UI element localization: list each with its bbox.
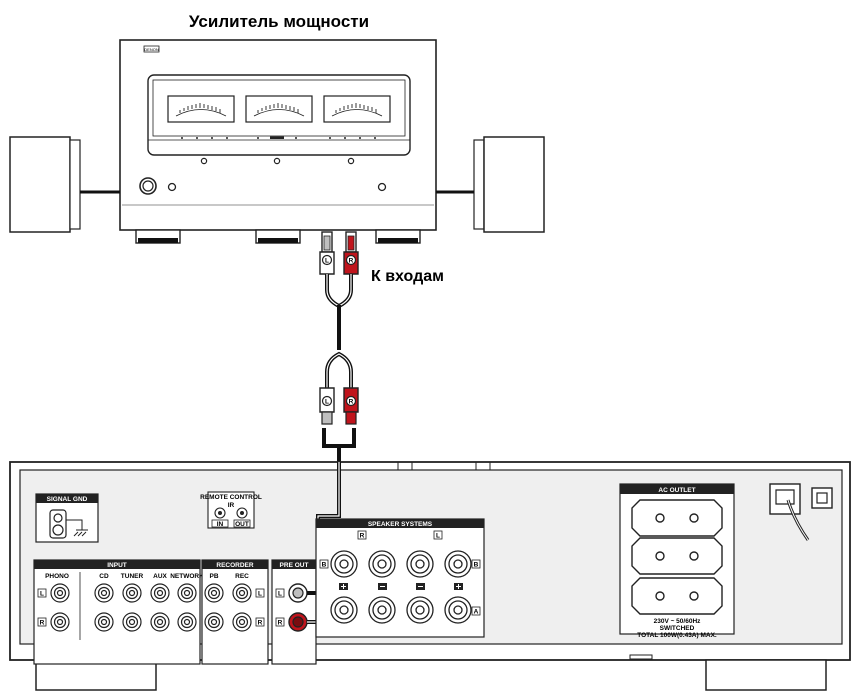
remote-in-label: IN [217, 521, 224, 528]
power-cord [769, 483, 833, 541]
rca-jack [50, 612, 70, 632]
rca-jack [177, 612, 197, 632]
level-meter-center [245, 95, 313, 123]
remote-control-label: REMOTE CONTROL [200, 494, 262, 501]
input-col-cd: CD [99, 573, 109, 580]
integrated-amplifier-rear: SIGNAL GND REMOTE CONTROL IR IN OUT INPU… [9, 461, 851, 691]
speaker-left [9, 136, 81, 233]
speaker-terminal [368, 550, 396, 578]
row-label-l: L [278, 591, 282, 598]
rca-cable: L R К входам L R [319, 231, 444, 462]
ac-socket [631, 537, 723, 575]
rca-jack [150, 612, 170, 632]
speaker-terminal [444, 550, 472, 578]
signal-gnd-terminal: SIGNAL GND [35, 493, 99, 543]
rca-jack [94, 583, 114, 603]
indicator-led [167, 182, 177, 192]
rca-jack [122, 612, 142, 632]
ac-rating-3: TOTAL 100W(0.43A) MAX. [637, 632, 717, 639]
speaker-terminal [406, 596, 434, 624]
speaker-row-a: A [474, 609, 479, 616]
polarity-marks [339, 583, 463, 590]
preout-jack-left [288, 583, 308, 603]
power-amplifier: DENON [119, 39, 437, 244]
speaker-col-l: L [436, 533, 440, 540]
recorder-jacks-panel: RECORDER PB REC L R [201, 559, 269, 665]
knob-small-1 [200, 157, 208, 165]
row-label-r: R [278, 620, 283, 627]
input-header: INPUT [107, 562, 127, 569]
input-jacks-panel: INPUT PHONO CD TUNER AUX NETWORK L R [33, 559, 204, 665]
speaker-terminal [368, 596, 396, 624]
rca-jack [122, 583, 142, 603]
input-col-network: NETWORK [170, 573, 204, 580]
amplifier-title: Усилитель мощности [189, 12, 369, 31]
rca-jack [232, 612, 252, 632]
speaker-row-b: B [474, 562, 479, 569]
speaker-terminal [406, 550, 434, 578]
rca-jack [94, 612, 114, 632]
row-label-l: L [40, 591, 44, 598]
knob-small-2 [273, 157, 281, 165]
plug-label: R [349, 399, 354, 406]
rca-plug-bottom-right: R [343, 387, 359, 425]
ac-rating-2: SWITCHED [660, 625, 695, 632]
input-col-phono: PHONO [45, 573, 69, 580]
preout-header: PRE OUT [280, 562, 309, 569]
pre-out-panel: PRE OUT L R [271, 559, 317, 665]
recorder-col-rec: REC [235, 573, 249, 580]
power-button [139, 177, 157, 195]
rca-plug-top-left: L [319, 231, 335, 275]
row-label-l: L [258, 591, 262, 598]
plug-label: L [325, 258, 329, 265]
input-col-tuner: TUNER [121, 573, 144, 580]
plug-label: R [349, 258, 354, 265]
plug-label: L [325, 399, 329, 406]
row-label-r: R [258, 620, 263, 627]
receiver-foot-left [35, 659, 157, 691]
recorder-col-pb: PB [209, 573, 218, 580]
rca-jack [177, 583, 197, 603]
ac-outlet-panel: AC OUTLET 230V ~ 50/60Hz SWITCHED TOTAL … [619, 483, 735, 639]
speaker-header: SPEAKER SYSTEMS [368, 521, 433, 528]
rca-plug-top-right: R [343, 231, 359, 275]
knob-small-3 [347, 157, 355, 165]
speaker-terminal [330, 550, 358, 578]
speaker-terminal [330, 596, 358, 624]
remote-out-label: OUT [235, 521, 249, 528]
ac-rating-1: 230V ~ 50/60Hz [654, 618, 702, 625]
speaker-terminal [444, 596, 472, 624]
remote-control-jacks: REMOTE CONTROL IR IN OUT [200, 491, 262, 529]
input-col-aux: AUX [153, 573, 167, 580]
rca-jack [204, 583, 224, 603]
remote-ir-label: IR [228, 502, 235, 509]
brand-badge [143, 45, 160, 53]
ac-outlet-label: AC OUTLET [658, 487, 695, 494]
speaker-right [473, 136, 545, 233]
signal-gnd-label: SIGNAL GND [47, 496, 88, 503]
preout-jack-right [288, 612, 308, 632]
receiver-foot-right [705, 659, 827, 691]
rca-plug-bottom-left: L [319, 387, 335, 425]
amplifier-feet [135, 229, 421, 244]
recorder-header: RECORDER [216, 562, 254, 569]
brand-text: DENON [144, 47, 159, 52]
ac-socket [631, 499, 723, 537]
indicator-dots [181, 136, 376, 139]
knob-right [377, 182, 387, 192]
rca-jack [150, 583, 170, 603]
speaker-col-r: R [360, 533, 365, 540]
ac-socket [631, 577, 723, 615]
level-meter-left [167, 95, 235, 123]
speaker-row-b: B [322, 562, 327, 569]
level-meter-right [323, 95, 391, 123]
rca-jack [232, 583, 252, 603]
rca-jack [204, 612, 224, 632]
speaker-systems-panel: SPEAKER SYSTEMS R L B B A [315, 518, 485, 638]
cable-label: К входам [371, 268, 444, 285]
rca-jack [50, 583, 70, 603]
row-label-r: R [40, 620, 45, 627]
